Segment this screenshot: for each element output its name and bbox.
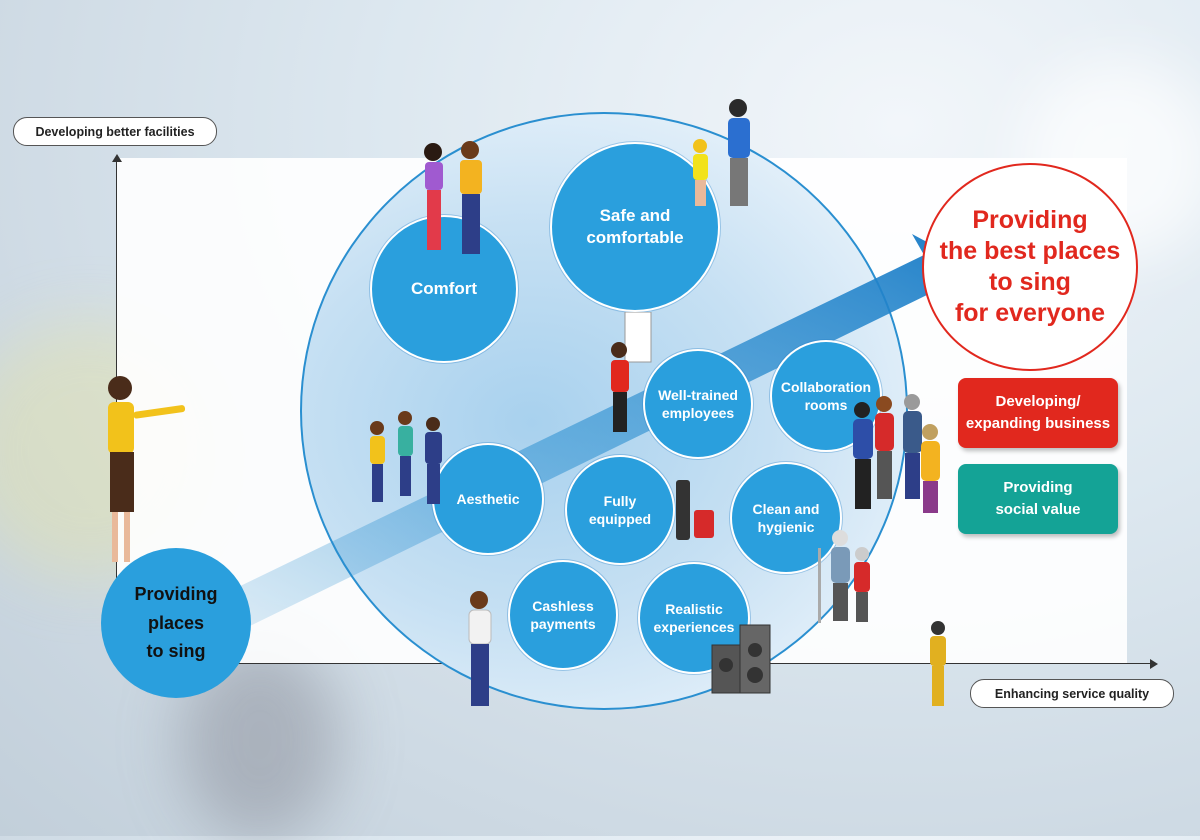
- presenter-woman-figure: [108, 376, 186, 562]
- growth-arrow-shape: [232, 234, 968, 626]
- goal-circle: Providing the best places to sing for ev…: [922, 163, 1138, 371]
- group-of-four-figure: [853, 394, 940, 513]
- x-axis-label: Enhancing service quality: [970, 679, 1174, 708]
- mother-child-figure: [930, 621, 946, 706]
- parent-child-figure: [693, 99, 750, 206]
- node-cashless-payments: Cashless payments: [508, 560, 618, 670]
- y-axis-label: Developing better facilities: [13, 117, 217, 146]
- businessman-figure: [468, 591, 492, 706]
- start-circle: Providing places to sing: [101, 548, 251, 698]
- tag-business: Developing/ expanding business: [958, 378, 1118, 448]
- elderly-couple-figure: [818, 530, 870, 623]
- microphone-figure: [676, 480, 714, 540]
- group-of-three-figure: [370, 411, 442, 504]
- tag-social-value: Providing social value: [958, 464, 1118, 534]
- y-axis-arrow: [112, 154, 122, 162]
- employee-presenter-figure: [611, 312, 652, 432]
- speakers-figure: [711, 624, 771, 694]
- node-well-trained-employees: Well-trained employees: [643, 349, 753, 459]
- node-fully-equipped: Fully equipped: [565, 455, 675, 565]
- node-clean-and-hygienic: Clean and hygienic: [730, 462, 842, 574]
- node-aesthetic: Aesthetic: [432, 443, 544, 555]
- node-safe-and-comfortable: Safe and comfortable: [550, 142, 720, 312]
- x-axis-arrow: [1150, 659, 1158, 669]
- singing-couple-figure: [424, 141, 482, 254]
- node-comfort: Comfort: [370, 215, 518, 363]
- node-collaboration-rooms: Collaboration rooms: [770, 340, 882, 452]
